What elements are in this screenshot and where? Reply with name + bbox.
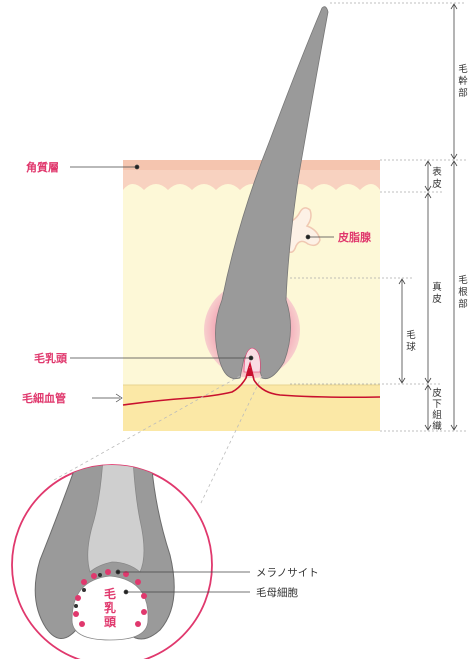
zoom-papilla-char-2: 乳 <box>104 600 116 615</box>
svg-text:幹: 幹 <box>458 75 468 87</box>
svg-text:毛: 毛 <box>458 274 468 286</box>
label-hair-matrix-cell: 毛母細胞 <box>256 586 298 599</box>
dimension-arrows <box>398 3 458 431</box>
svg-text:毛: 毛 <box>406 329 416 341</box>
svg-text:球: 球 <box>406 341 416 353</box>
svg-text:毛: 毛 <box>458 63 468 75</box>
label-hair-bulb: 毛 球 <box>406 329 416 353</box>
sebaceous-gland-shape <box>281 207 321 253</box>
hair-matrix-dots <box>73 569 147 627</box>
label-sebaceous-gland: 皮脂腺 <box>337 230 372 244</box>
subcutaneous-layer <box>123 385 380 431</box>
svg-text:皮: 皮 <box>432 178 442 190</box>
stratum-corneum-band <box>123 160 380 170</box>
svg-text:下: 下 <box>432 399 442 410</box>
zoom-papilla-char-1: 毛 <box>104 586 116 601</box>
label-stratum-corneum: 角質層 <box>26 160 59 174</box>
zoom-papilla-label: 毛 乳 頭 <box>104 586 117 629</box>
sebaceous-leader <box>305 234 334 240</box>
dark-labels: メラノサイト 毛母細胞 <box>256 567 319 599</box>
label-capillary: 毛細血管 <box>22 391 66 405</box>
svg-text:根: 根 <box>458 286 468 298</box>
pink-labels: 角質層 毛乳頭 毛細血管 皮脂腺 <box>22 160 372 405</box>
leader-lines-left <box>70 164 254 403</box>
label-epidermis: 表 皮 <box>432 166 442 190</box>
label-dermal-papilla: 毛乳頭 <box>34 351 68 365</box>
svg-text:組: 組 <box>432 409 442 421</box>
zoom-leaders <box>115 569 250 595</box>
capillary-loop <box>247 368 253 376</box>
svg-text:部: 部 <box>458 298 468 310</box>
label-hair-root: 毛 根 部 <box>458 274 468 310</box>
svg-text:部: 部 <box>458 87 468 99</box>
label-melanocyte: メラノサイト <box>256 567 319 579</box>
svg-text:表: 表 <box>432 166 442 178</box>
zoom-papilla-char-3: 頭 <box>104 615 117 629</box>
dimension-guides <box>290 2 466 432</box>
svg-text:皮: 皮 <box>432 293 442 305</box>
svg-text:皮: 皮 <box>432 387 442 399</box>
svg-text:真: 真 <box>432 281 442 293</box>
side-labels: 毛 幹 部 毛 根 部 表 皮 真 皮 毛 球 皮 下 組 織 <box>406 63 468 432</box>
svg-text:織: 織 <box>432 420 442 432</box>
capillary-vessel <box>122 361 381 406</box>
zoom-hair-inner <box>87 465 145 573</box>
label-hair-shaft: 毛 幹 部 <box>458 63 468 99</box>
label-dermis: 真 皮 <box>432 281 442 305</box>
label-subcutaneous-tissue: 皮 下 組 織 <box>432 387 442 432</box>
